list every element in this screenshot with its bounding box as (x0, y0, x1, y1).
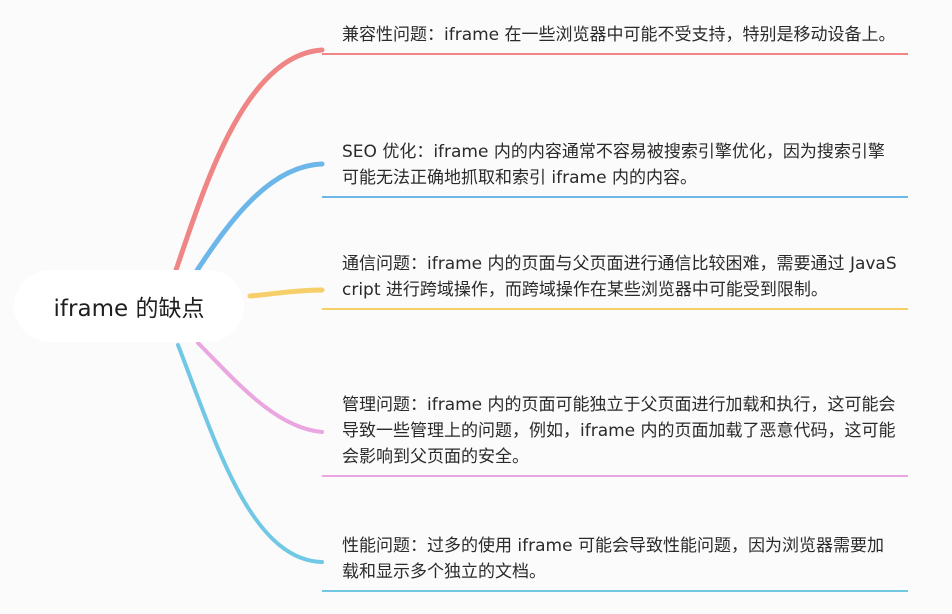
branch-management[interactable]: 管理问题：iframe 内的页面可能独立于父页面进行加载和执行，这可能会导致一些… (322, 392, 908, 477)
connector-seo (193, 161, 325, 275)
branch-compatibility[interactable]: 兼容性问题：iframe 在一些浏览器中可能不受支持，特别是移动设备上。 (322, 22, 908, 55)
connector-management (196, 341, 324, 434)
connector-performance (176, 343, 324, 564)
branch-text: 性能问题：过多的使用 iframe 可能会导致性能问题，因为浏览器需要加载和显示… (342, 536, 884, 582)
branch-text: 管理问题：iframe 内的页面可能独立于父页面进行加载和执行，这可能会导致一些… (342, 395, 896, 467)
root-topic-label: iframe 的缺点 (53, 296, 205, 322)
branch-text: SEO 优化：iframe 内的内容通常不容易被搜索引擎优化，因为搜索引擎可能无… (342, 142, 885, 188)
branch-text: 通信问题：iframe 内的页面与父页面进行通信比较困难，需要通过 JavaSc… (342, 254, 897, 300)
branch-performance[interactable]: 性能问题：过多的使用 iframe 可能会导致性能问题，因为浏览器需要加载和显示… (322, 533, 908, 592)
connector-compatibility (173, 47, 325, 273)
branch-text: 兼容性问题：iframe 在一些浏览器中可能不受支持，特别是移动设备上。 (342, 25, 896, 45)
root-topic[interactable]: iframe 的缺点 (14, 270, 244, 342)
branch-seo[interactable]: SEO 优化：iframe 内的内容通常不容易被搜索引擎优化，因为搜索引擎可能无… (322, 139, 908, 198)
branch-communication[interactable]: 通信问题：iframe 内的页面与父页面进行通信比较困难，需要通过 JavaSc… (322, 251, 908, 310)
connector-communication (247, 287, 325, 299)
